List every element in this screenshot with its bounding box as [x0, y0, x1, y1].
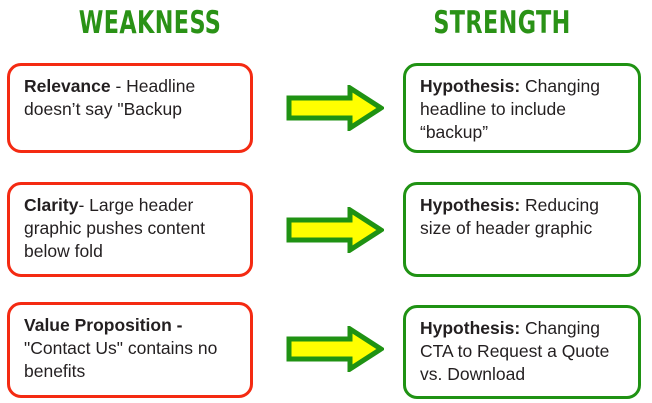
weakness-card-separator: - — [110, 76, 127, 96]
weakness-card-label: Value Proposition - — [24, 315, 183, 335]
weakness-card-body: "Contact Us" contains no benefits — [24, 338, 218, 381]
column-header-weakness: WEAKNESS — [78, 5, 222, 41]
right-arrow-icon — [286, 205, 386, 255]
weakness-card-text: Value Proposition - "Contact Us" contain… — [24, 314, 239, 383]
weakness-card-text: Clarity- Large header graphic pushes con… — [24, 194, 239, 263]
strength-card-label: Hypothesis: — [420, 195, 521, 215]
strength-card-text: Hypothesis: Reducing size of header grap… — [420, 194, 627, 240]
right-arrow-icon — [286, 83, 386, 133]
weakness-card: Value Proposition - "Contact Us" contain… — [7, 302, 253, 398]
diagram-row: Value Proposition - "Contact Us" contain… — [0, 298, 652, 400]
strength-card-text: Hypothesis: Changing CTA to Request a Qu… — [420, 317, 627, 386]
weakness-card-separator: - — [78, 195, 90, 215]
weakness-card-body: Headline doesn’t say "Backup — [24, 76, 196, 119]
weakness-card-body: Large header graphic pushes content belo… — [24, 195, 205, 261]
strength-card: Hypothesis: Changing headline to include… — [403, 63, 641, 153]
diagram-row: Clarity- Large header graphic pushes con… — [0, 178, 652, 278]
weakness-card-label: Relevance — [24, 76, 111, 96]
strength-card-body: Changing headline to include “backup” — [420, 76, 600, 142]
strength-card-text: Hypothesis: Changing headline to include… — [420, 75, 627, 144]
strength-card: Hypothesis: Reducing size of header grap… — [403, 182, 641, 277]
strength-card-body: Changing CTA to Request a Quote vs. Down… — [420, 318, 610, 384]
weakness-card: Relevance - Headline doesn’t say "Backup — [7, 63, 253, 153]
weakness-card: Clarity- Large header graphic pushes con… — [7, 182, 253, 277]
column-header-strength: STRENGTH — [433, 5, 571, 41]
weakness-card-text: Relevance - Headline doesn’t say "Backup — [24, 75, 239, 121]
strength-card-label: Hypothesis: — [420, 318, 521, 338]
diagram-row: Relevance - Headline doesn’t say "Backup… — [0, 58, 652, 158]
weakness-card-label: Clarity — [24, 195, 79, 215]
right-arrow-icon — [286, 324, 386, 374]
strength-card: Hypothesis: Changing CTA to Request a Qu… — [403, 305, 641, 399]
strength-card-label: Hypothesis: — [420, 76, 521, 96]
strength-card-body: Reducing size of header graphic — [420, 195, 599, 238]
